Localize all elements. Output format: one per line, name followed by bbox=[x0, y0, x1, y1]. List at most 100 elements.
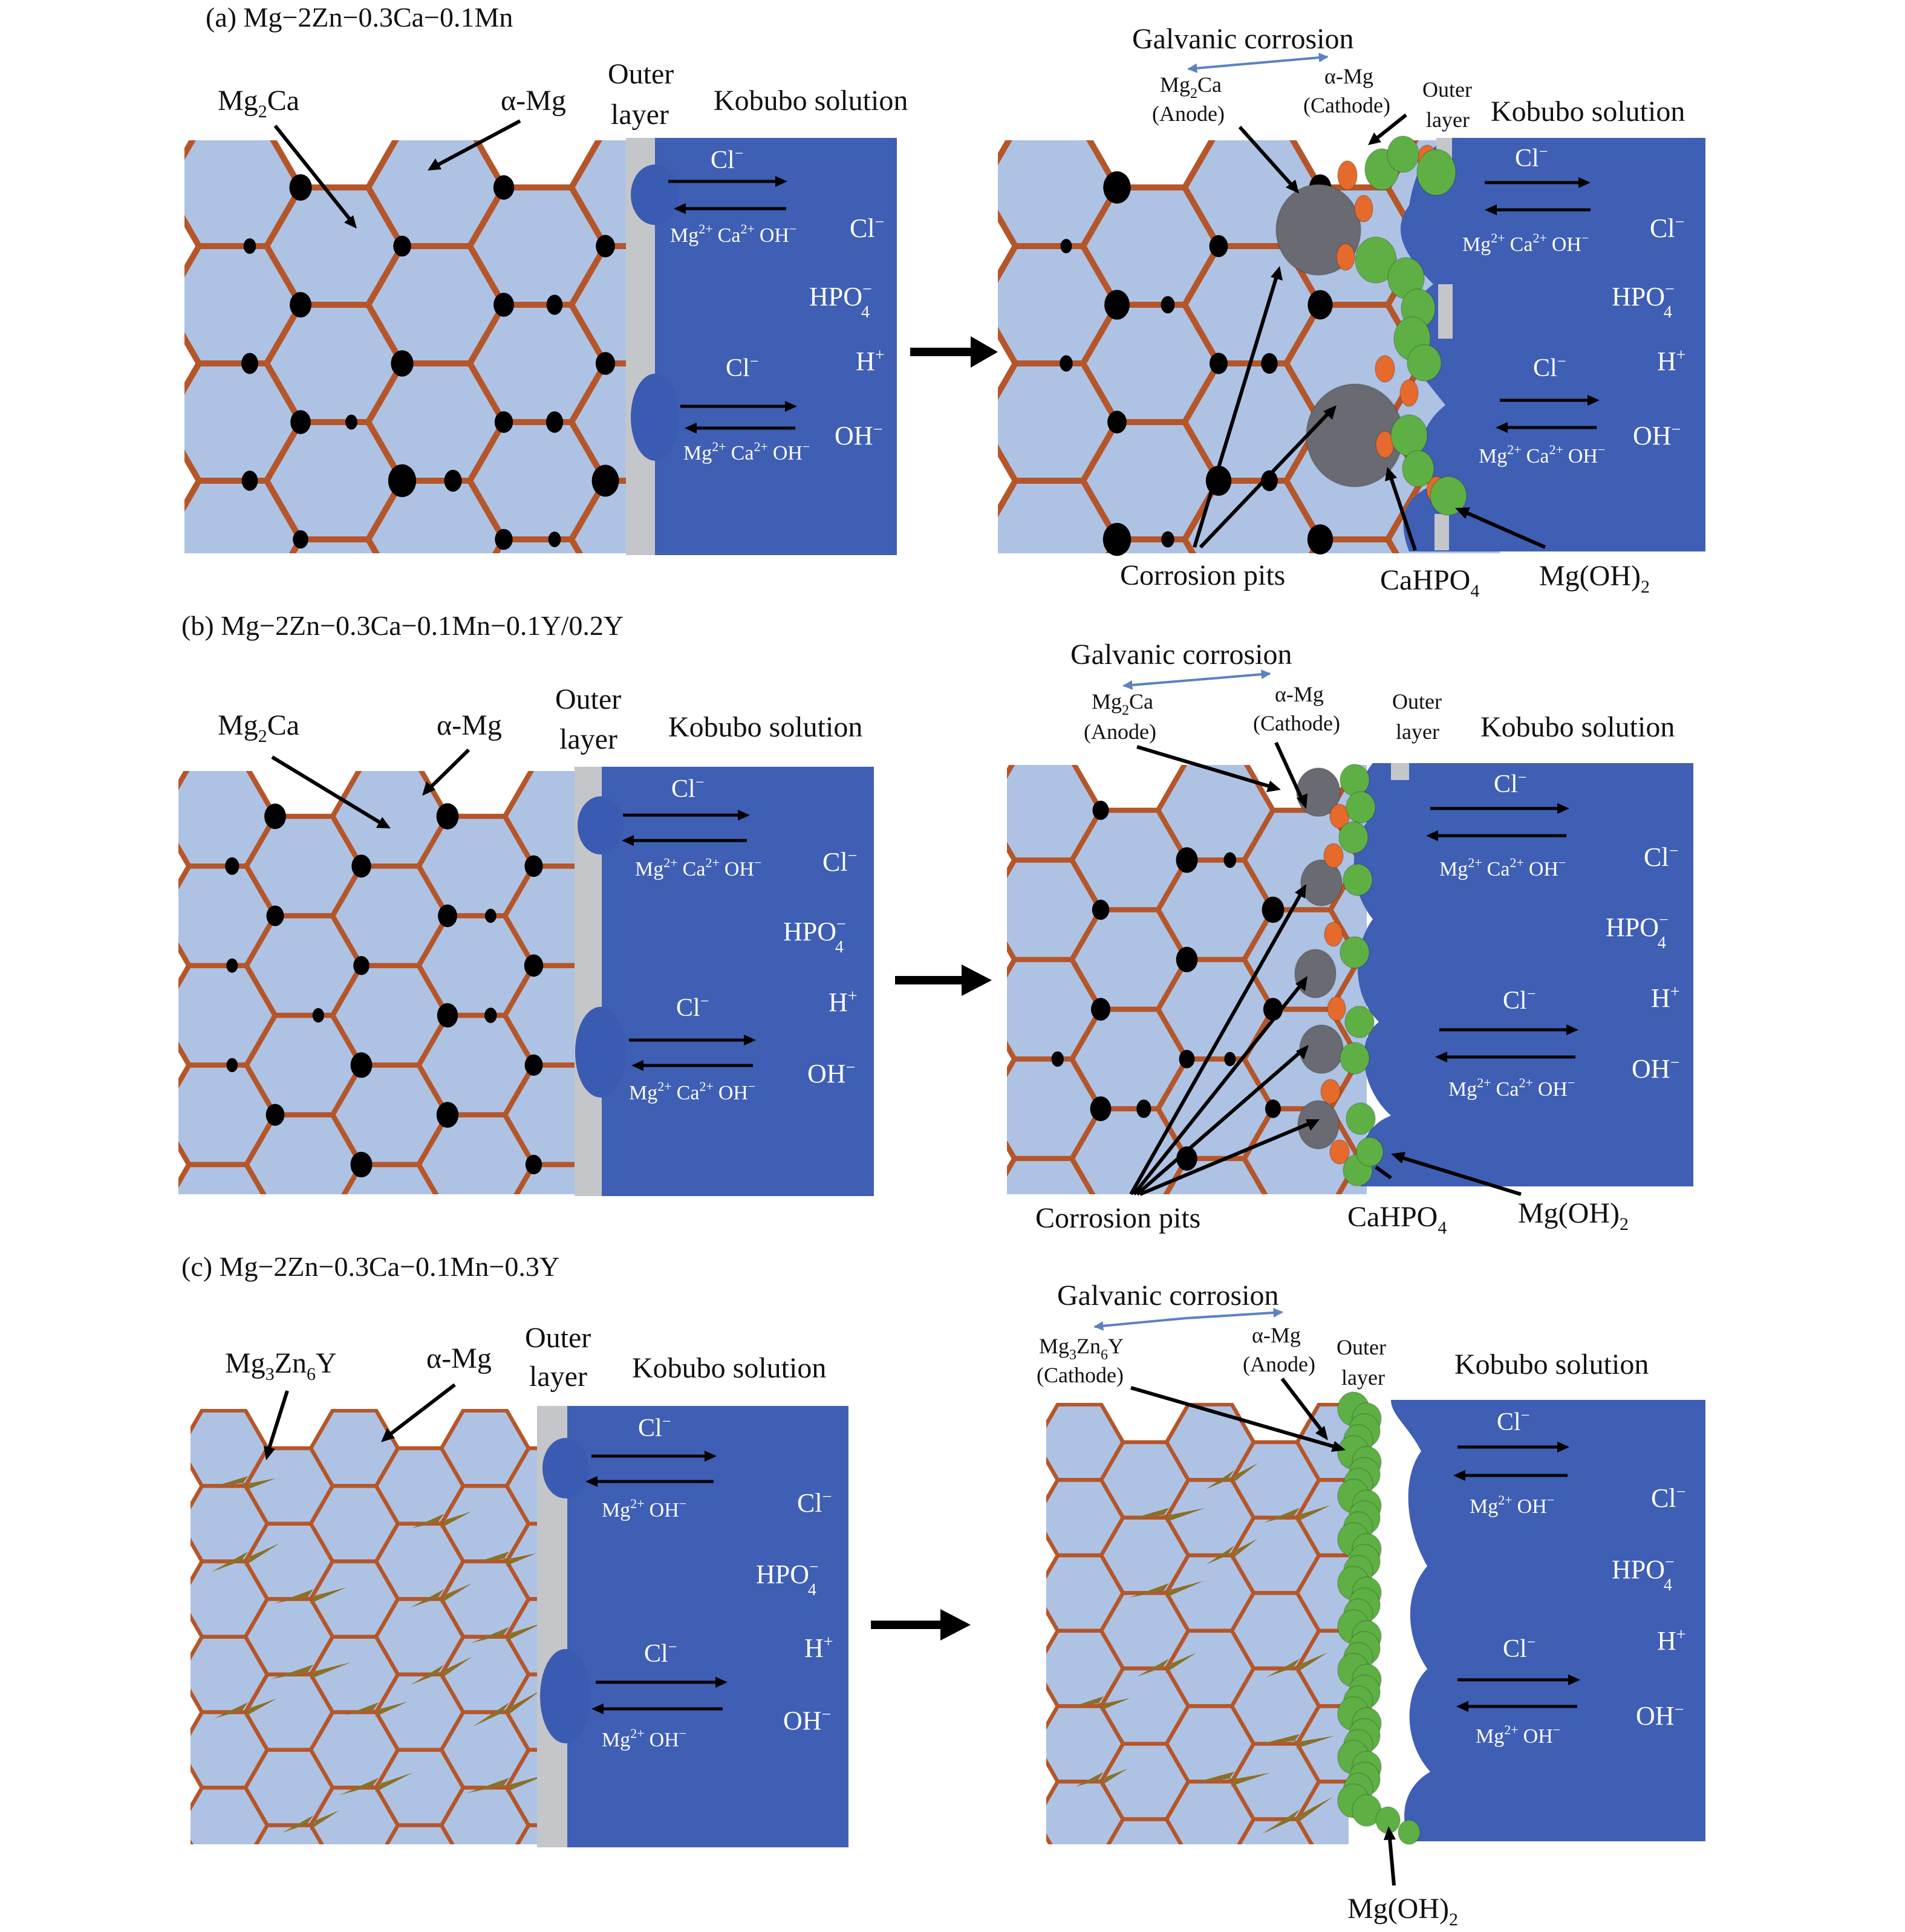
precipitate bbox=[595, 352, 616, 375]
precipitate bbox=[350, 1052, 373, 1078]
precipitate bbox=[1060, 355, 1073, 372]
grain bbox=[568, 477, 626, 553]
panel-c-right-node1-role: (Cathode) bbox=[1037, 1363, 1124, 1387]
cahpo4-particle bbox=[1375, 355, 1395, 383]
precipitate bbox=[1161, 296, 1175, 314]
precipitate bbox=[525, 1154, 542, 1174]
cahpo4-particle bbox=[1337, 160, 1358, 190]
mg3zn6y-precipitate bbox=[339, 1772, 413, 1795]
grain bbox=[568, 242, 626, 367]
svg-text:H+: H+ bbox=[829, 987, 858, 1017]
panel-b-left-precip-label: Mg2Ca bbox=[218, 709, 299, 746]
panel-a-left-outer-label-2: layer bbox=[611, 99, 669, 131]
panel-b-right-solution bbox=[1353, 763, 1693, 1186]
precipitate bbox=[391, 350, 414, 377]
panel-a-left-solution-label: Kobubo solution bbox=[714, 85, 908, 117]
panel-c-right-solution-label: Kobubo solution bbox=[1454, 1348, 1649, 1381]
precipitate bbox=[484, 908, 497, 923]
panel-a-right-outer-layer-3 bbox=[1434, 514, 1449, 550]
panel-a-left-precip-label: Mg2Ca bbox=[218, 85, 299, 122]
svg-text:Cl−: Cl− bbox=[671, 773, 704, 803]
svg-text:H+: H+ bbox=[804, 1633, 833, 1663]
panel-b-left-bulge-2 bbox=[575, 1007, 626, 1098]
panel-a-right-cahpo-label: CaHPO4 bbox=[1380, 564, 1479, 601]
panel-c-title: (c) Mg−2Zn−0.3Ca−0.1Mn−0.3Y bbox=[181, 1251, 559, 1282]
svg-text:Mg2+Ca2+OH−: Mg2+Ca2+OH− bbox=[629, 1079, 755, 1104]
precipitate bbox=[226, 1058, 238, 1073]
mg3zn6y-precipitate bbox=[211, 1543, 280, 1572]
precipitate bbox=[596, 235, 615, 258]
svg-text:Cl−: Cl− bbox=[1503, 985, 1535, 1015]
panel-c-left-outer-label-1: Outer bbox=[525, 1322, 591, 1354]
panel-b-right-mgoh-label: Mg(OH)2 bbox=[1518, 1197, 1629, 1234]
panel-a-right-galvanic-arrow-left bbox=[1187, 62, 1259, 73]
panel-b-left-ions: Cl− Mg2+Ca2+OH− Cl− Mg2+Ca2+OH− Cl− HPO−… bbox=[629, 773, 858, 1104]
svg-text:Cl−: Cl− bbox=[850, 213, 884, 243]
precipitate bbox=[524, 1054, 543, 1076]
svg-text:OH−: OH− bbox=[835, 420, 882, 450]
precipitate bbox=[548, 532, 561, 547]
precipitate bbox=[1179, 1050, 1195, 1068]
precipitate bbox=[225, 857, 239, 875]
mg3zn6y-precipitate bbox=[1128, 1508, 1205, 1523]
grain bbox=[504, 1748, 544, 1827]
precipitate bbox=[241, 470, 258, 491]
svg-text:H+: H+ bbox=[1651, 983, 1680, 1013]
precipitate bbox=[1060, 239, 1072, 253]
panel-c-left-solution bbox=[567, 1406, 848, 1847]
mg3zn6y-precipitate bbox=[1072, 1696, 1130, 1711]
svg-text:OH−: OH− bbox=[1633, 420, 1681, 450]
mg-oh2-particle bbox=[1402, 450, 1434, 487]
svg-text:Mg2+Ca2+OH−: Mg2+Ca2+OH− bbox=[683, 439, 810, 464]
mg-oh2-particle bbox=[1343, 864, 1373, 896]
mg3zn6y-precipitate bbox=[282, 1810, 340, 1833]
svg-text:OH−: OH− bbox=[1632, 1053, 1679, 1084]
precipitate bbox=[1051, 1051, 1064, 1067]
precipitate bbox=[264, 803, 286, 830]
svg-text:Cl−: Cl− bbox=[822, 847, 857, 877]
mg3zn6y-precipitate bbox=[214, 1698, 277, 1719]
precipitate bbox=[1092, 899, 1110, 920]
cahpo4-particle bbox=[1399, 379, 1419, 407]
svg-text:HPO−4: HPO−4 bbox=[756, 1558, 819, 1599]
svg-text:Cl−: Cl− bbox=[1515, 143, 1548, 172]
mg-oh2-particle bbox=[1416, 149, 1456, 196]
svg-text:HPO−4: HPO−4 bbox=[1612, 280, 1675, 322]
grain bbox=[1295, 1478, 1349, 1558]
precipitate bbox=[1261, 353, 1278, 374]
mg-oh2-particle bbox=[1407, 344, 1442, 382]
grain bbox=[502, 963, 578, 1068]
precipitate bbox=[289, 174, 312, 201]
panel-b-right-solution-label: Kobubo solution bbox=[1480, 711, 1675, 743]
panel-a: (a) Mg−2Zn−0.3Ca−0.1Mn Mg2Ca α-Mg Outer … bbox=[184, 2, 1705, 601]
panel-b-left-outer-label-2: layer bbox=[559, 723, 617, 755]
mg3zn6y-precipitate bbox=[1193, 1771, 1271, 1786]
precipitate bbox=[312, 1008, 324, 1023]
mg3zn6y-precipitate bbox=[1260, 1734, 1335, 1749]
precipitate bbox=[1223, 852, 1237, 868]
precipitate bbox=[1102, 522, 1132, 556]
svg-text:Cl−: Cl− bbox=[711, 145, 743, 174]
precipitate bbox=[546, 294, 563, 315]
panel-b-right-ions: Cl− Mg2+Ca2+OH− Cl− Mg2+Ca2+OH− Cl− HPO−… bbox=[1439, 769, 1680, 1101]
svg-text:HPO−4: HPO−4 bbox=[1606, 911, 1669, 952]
precipitate bbox=[1262, 896, 1285, 923]
mg3zn6y-precipitate bbox=[1136, 1653, 1197, 1677]
precipitate bbox=[1090, 1096, 1112, 1122]
cahpo4-particle bbox=[1336, 243, 1355, 271]
mg3zn6y-precipitate bbox=[215, 1476, 276, 1491]
panel-a-right-solution bbox=[1400, 138, 1705, 551]
cahpo4-particle bbox=[1354, 195, 1373, 223]
panel-c-right-grains bbox=[1046, 1403, 1349, 1844]
grain bbox=[504, 1597, 544, 1677]
precipitate bbox=[436, 803, 459, 830]
panel-c-left-ion-arrows bbox=[585, 1451, 728, 1714]
cahpo4-particle bbox=[1329, 1139, 1350, 1165]
svg-text:OH−: OH− bbox=[783, 1705, 831, 1735]
panel-c-left-ions: Cl− Mg2+OH− Cl− Mg2+OH− Cl− HPO−4 H+ OH− bbox=[602, 1413, 833, 1751]
panel-c-left-amg-label: α-Mg bbox=[426, 1342, 492, 1374]
svg-text:Mg2+Ca2+OH−: Mg2+Ca2+OH− bbox=[1448, 1075, 1575, 1101]
svg-text:Cl−: Cl− bbox=[644, 1638, 677, 1668]
precipitate bbox=[353, 956, 370, 975]
svg-text:Cl−: Cl− bbox=[1644, 842, 1678, 872]
